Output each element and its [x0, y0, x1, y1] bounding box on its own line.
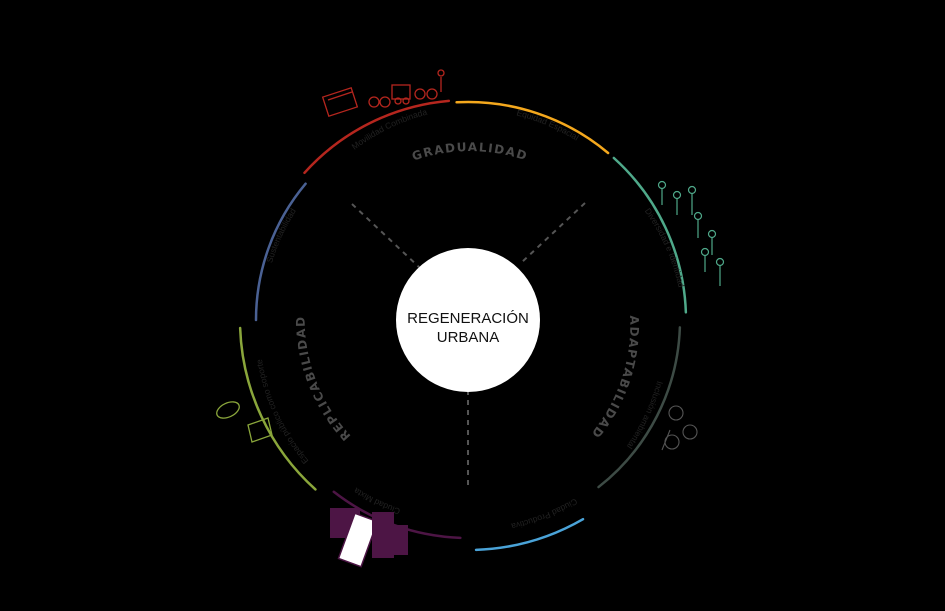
- center-title-line2: URBANA: [437, 329, 500, 346]
- diversidad-icon: [657, 180, 725, 286]
- ciudad-mixta-icon: [330, 508, 408, 568]
- ring-segments: [238, 99, 688, 552]
- center-disc: [396, 248, 540, 392]
- divider-line-right: [521, 202, 586, 263]
- ring-arc-equidad: [455, 100, 610, 155]
- ring-arc-diversidad: [612, 156, 688, 314]
- ring-arc-espacio: [238, 326, 317, 491]
- espacio-publico-icon: [216, 401, 273, 443]
- ring-arc-inclusion: [597, 326, 682, 489]
- ring-arc-sustentabilidad: [254, 182, 307, 322]
- movilidad-icon: [321, 69, 445, 117]
- ring-arc-productiva: [474, 517, 585, 552]
- inclusion-icon: [661, 405, 698, 451]
- center-title-line1: REGENERACIÓN: [407, 310, 529, 327]
- ring-arc-movilidad: [303, 99, 451, 175]
- divider-lines: [351, 202, 586, 485]
